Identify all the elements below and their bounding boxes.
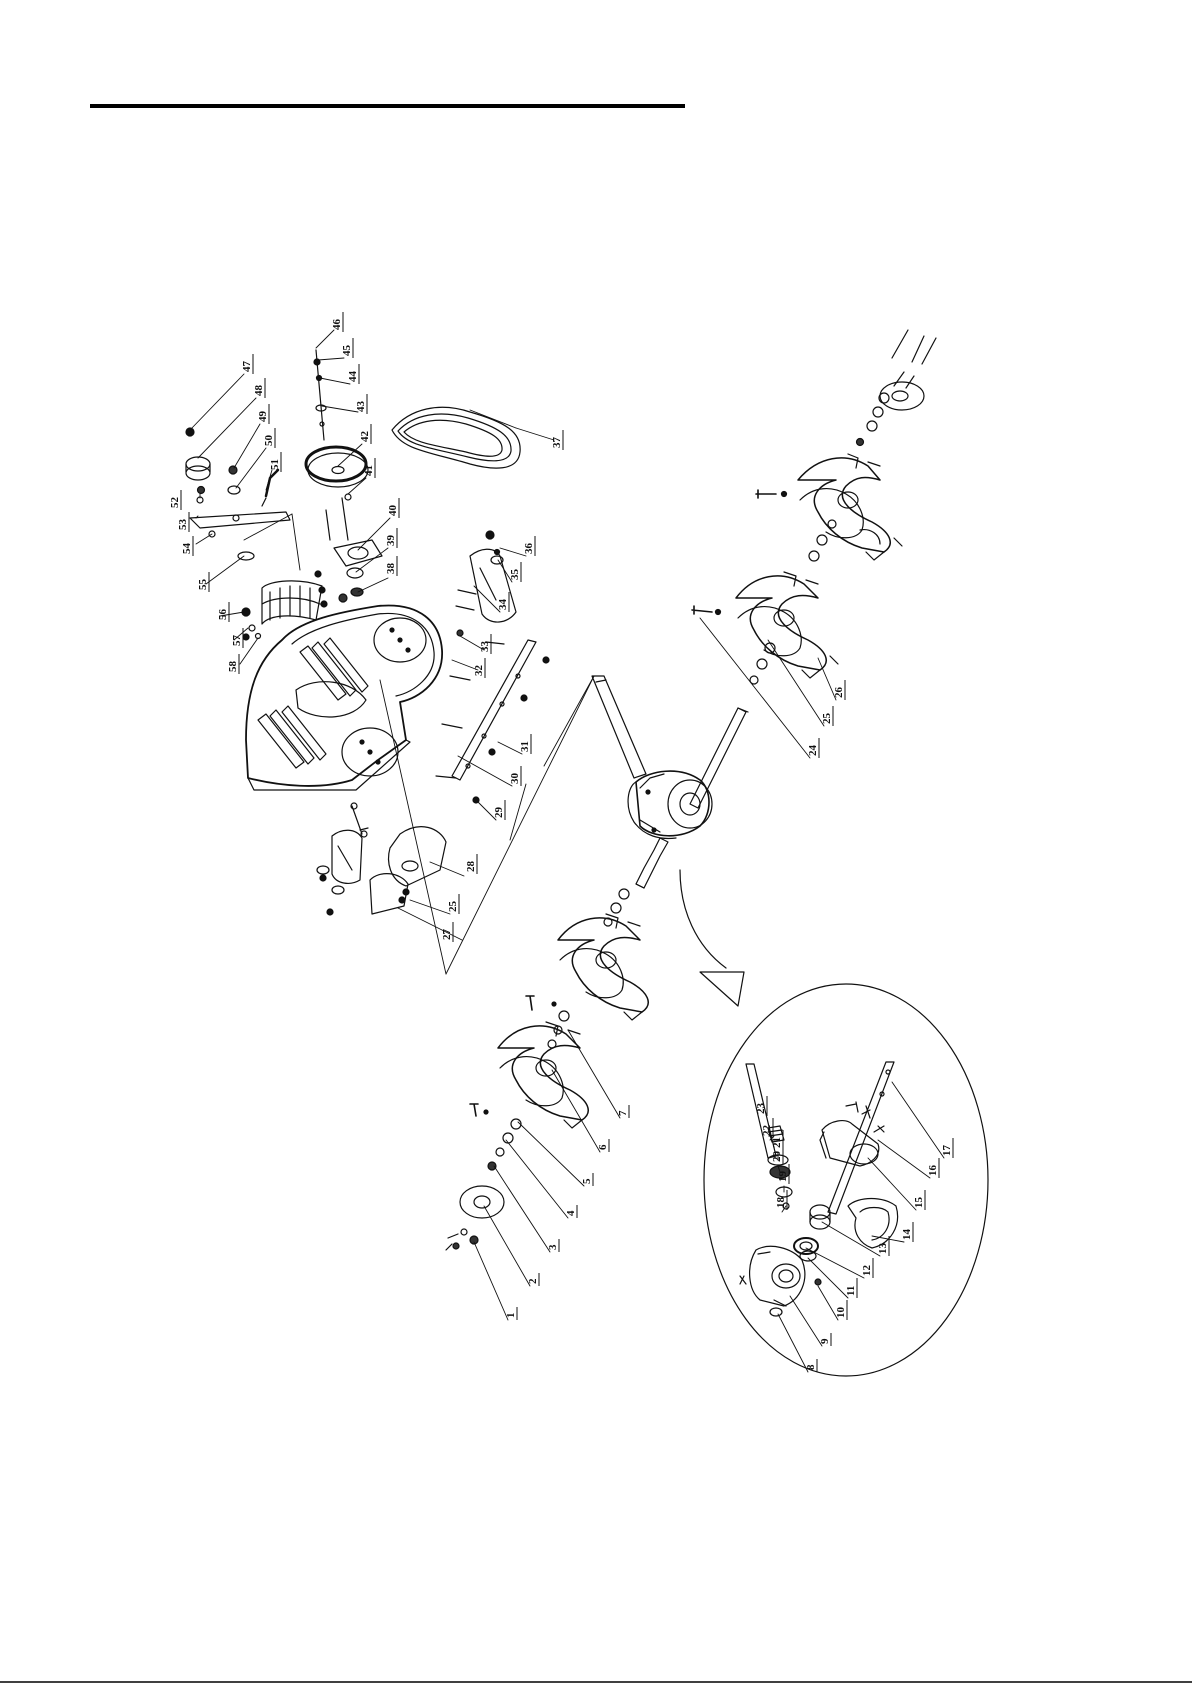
callout-36: 36: [523, 543, 535, 555]
callout-7: 7: [617, 1110, 629, 1116]
callout-47: 47: [241, 361, 253, 373]
lower-spacer-stack: [470, 889, 629, 1170]
auger-shaft: [636, 708, 748, 888]
lower-end-flange: [446, 1186, 504, 1250]
callout-24: 24: [807, 745, 819, 757]
auger-flight-lower-left: [498, 1022, 588, 1128]
callout-49: 49: [257, 411, 269, 423]
callout-48: 48: [253, 385, 265, 397]
callout-14: 14: [901, 1229, 913, 1241]
callout-29: 29: [493, 807, 505, 819]
callout-6: 6: [597, 1144, 609, 1150]
callout-54: 54: [181, 543, 193, 555]
callout-labels: 1234567891011121314151617181920212223242…: [169, 312, 953, 1372]
callout-8: 8: [805, 1364, 817, 1370]
callout-41: 41: [363, 465, 375, 476]
scraper-bar: [436, 640, 549, 803]
callout-25: 25: [821, 713, 833, 725]
callout-55: 55: [197, 579, 209, 591]
callout-18: 18: [775, 1197, 787, 1209]
callout-22: 22: [761, 1125, 773, 1137]
discharge-chute-ring: [242, 571, 327, 640]
callout-40: 40: [387, 505, 399, 517]
callout-53: 53: [177, 519, 189, 531]
shaft-hardware-43-46: [314, 350, 326, 440]
auger-flight-upper-left: [736, 572, 838, 678]
callout-52: 52: [169, 497, 181, 509]
callout-31: 31: [519, 741, 531, 752]
callout-21: 21: [771, 1137, 783, 1148]
callout-1: 1: [505, 1313, 517, 1319]
callout-23: 23: [755, 1103, 767, 1115]
pulley: [306, 447, 368, 487]
callout-25: 25: [447, 901, 459, 913]
auger-housing: [246, 605, 442, 790]
callout-5: 5: [581, 1178, 593, 1184]
callout-38: 38: [385, 563, 397, 575]
bearing-housing: [326, 494, 382, 602]
callout-26: 26: [833, 687, 845, 699]
upper-spacer-stack: [692, 393, 889, 684]
callout-57: 57: [231, 635, 243, 647]
callout-46: 46: [331, 319, 343, 331]
callout-58: 58: [227, 661, 239, 673]
callout-3: 3: [547, 1244, 559, 1250]
callout-9: 9: [819, 1338, 831, 1344]
callout-37: 37: [551, 437, 563, 449]
callout-33: 33: [479, 641, 491, 653]
callout-43: 43: [355, 401, 367, 413]
callout-12: 12: [861, 1265, 873, 1277]
callout-4: 4: [565, 1210, 577, 1216]
callout-17: 17: [941, 1145, 953, 1157]
skid-shoe-left: [317, 803, 446, 915]
auger-flight-lower-right: [558, 914, 648, 1020]
callout-32: 32: [473, 665, 485, 677]
callout-30: 30: [509, 773, 521, 785]
drive-belt: [392, 407, 520, 468]
callout-50: 50: [263, 435, 275, 447]
callout-27: 27: [441, 929, 453, 941]
callout-35: 35: [509, 569, 521, 581]
detail-arrow: [680, 870, 744, 1006]
callout-13: 13: [877, 1243, 889, 1255]
auger-flight-upper-right: [798, 454, 902, 560]
callout-51: 51: [269, 459, 281, 470]
callout-2: 2: [527, 1278, 539, 1284]
callout-42: 42: [359, 431, 371, 443]
callout-56: 56: [217, 609, 229, 621]
callout-45: 45: [341, 345, 353, 357]
skid-shoe-right: [456, 531, 516, 636]
callout-16: 16: [927, 1165, 939, 1177]
callout-44: 44: [347, 371, 359, 383]
callout-34: 34: [497, 599, 509, 611]
callout-20: 20: [771, 1151, 783, 1163]
impeller-shaft: [592, 676, 646, 778]
callout-19: 19: [777, 1171, 789, 1183]
callout-39: 39: [385, 535, 397, 547]
callout-10: 10: [835, 1307, 847, 1319]
callout-15: 15: [913, 1197, 925, 1209]
assembly-guide-lines: [244, 514, 594, 974]
callout-28: 28: [465, 861, 477, 873]
callout-11: 11: [845, 1286, 857, 1296]
